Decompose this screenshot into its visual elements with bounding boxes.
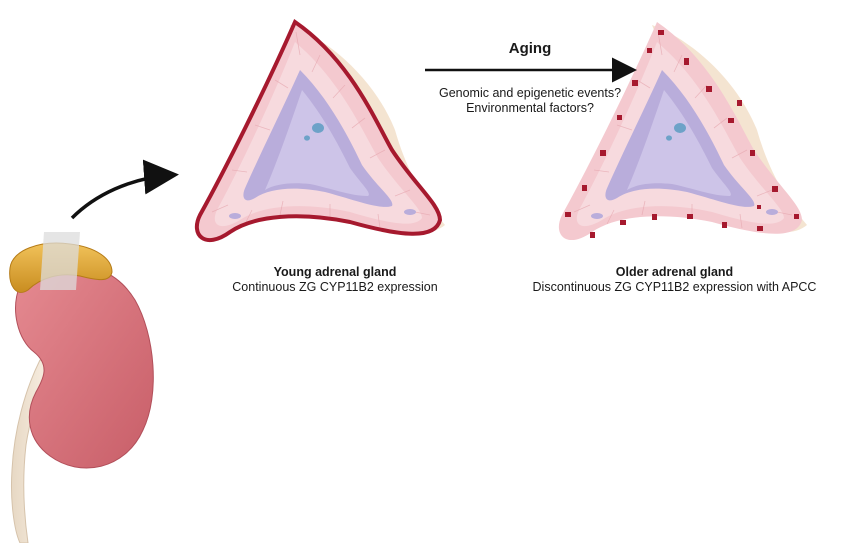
aging-causes: Genomic and epigenetic events? Environme… xyxy=(418,86,642,116)
older-gland-subtitle: Discontinuous ZG CYP11B2 expression with… xyxy=(533,280,817,294)
older-gland-caption: Older adrenal gland Discontinuous ZG CYP… xyxy=(505,265,844,295)
section-plane xyxy=(40,232,80,290)
young-gland-subtitle: Continuous ZG CYP11B2 expression xyxy=(232,280,437,294)
aging-cause-environmental: Environmental factors? xyxy=(418,101,642,116)
older-gland-title: Older adrenal gland xyxy=(505,265,844,280)
older-adrenal-gland xyxy=(559,22,807,240)
zoom-arrow xyxy=(72,175,172,218)
kidney-illustration xyxy=(10,232,154,543)
young-adrenal-gland xyxy=(197,22,445,240)
aging-cause-genomic: Genomic and epigenetic events? xyxy=(418,86,642,101)
young-gland-title: Young adrenal gland xyxy=(215,265,455,280)
aging-title: Aging xyxy=(490,40,570,57)
young-gland-caption: Young adrenal gland Continuous ZG CYP11B… xyxy=(215,265,455,295)
